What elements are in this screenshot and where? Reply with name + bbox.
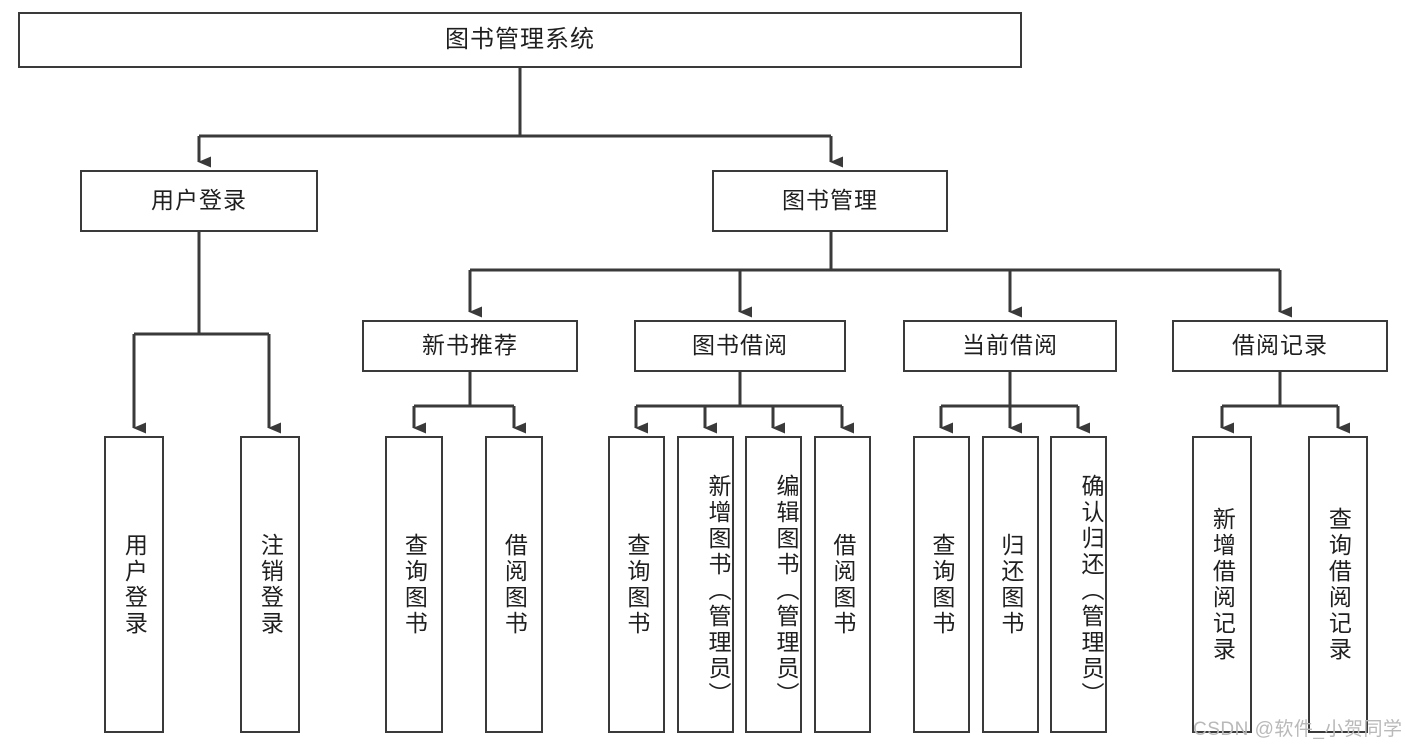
- leaf-borrow-book[interactable]: 借阅图书: [814, 436, 871, 733]
- node-book-borrow[interactable]: 图书借阅: [634, 320, 846, 372]
- leaf-query-borrow-record[interactable]: 查询借阅记录: [1308, 436, 1368, 733]
- node-borrow-records[interactable]: 借阅记录: [1172, 320, 1388, 372]
- leaf-confirm-return-admin[interactable]: 确认归还（管理员）: [1050, 436, 1107, 733]
- leaf-return-book[interactable]: 归还图书: [982, 436, 1039, 733]
- leaf-user-login[interactable]: 用户登录: [104, 436, 164, 733]
- node-user-login[interactable]: 用户登录: [80, 170, 318, 232]
- leaf-query-book-current[interactable]: 查询图书: [913, 436, 970, 733]
- leaf-query-book-borrow[interactable]: 查询图书: [608, 436, 665, 733]
- node-root[interactable]: 图书管理系统: [18, 12, 1022, 68]
- leaf-add-borrow-record[interactable]: 新增借阅记录: [1192, 436, 1252, 733]
- node-book-management[interactable]: 图书管理: [712, 170, 948, 232]
- leaf-edit-book-admin[interactable]: 编辑图书（管理员）: [745, 436, 802, 733]
- leaf-add-book-admin[interactable]: 新增图书（管理员）: [677, 436, 734, 733]
- leaf-borrow-book-newbook[interactable]: 借阅图书: [485, 436, 543, 733]
- node-new-book-recommend[interactable]: 新书推荐: [362, 320, 578, 372]
- leaf-query-book-newbook[interactable]: 查询图书: [385, 436, 443, 733]
- leaf-logout[interactable]: 注销登录: [240, 436, 300, 733]
- csdn-watermark: CSDN @软件_小贺同学: [1193, 719, 1403, 740]
- node-current-borrow[interactable]: 当前借阅: [903, 320, 1117, 372]
